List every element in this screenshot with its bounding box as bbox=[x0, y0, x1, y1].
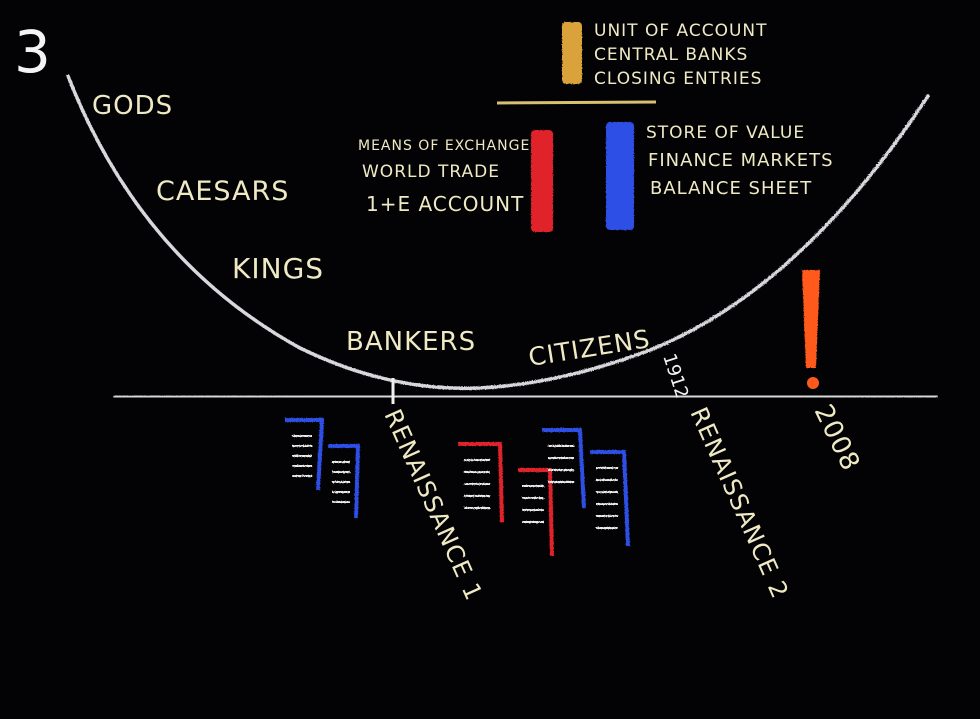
gold-legend-line-2: CENTRAL BANKS bbox=[594, 45, 748, 65]
legend-divider bbox=[496, 100, 657, 105]
timeline-axis bbox=[113, 394, 938, 399]
history-curve bbox=[66, 74, 930, 391]
ledger-lines-right bbox=[464, 445, 618, 529]
renaissance-2-label: RENAISSANCE 2 bbox=[685, 403, 795, 603]
red-legend-line-2: WORLD TRADE bbox=[362, 162, 500, 182]
blue-swatch bbox=[606, 122, 634, 230]
blue-legend-line-1: STORE OF VALUE bbox=[646, 123, 805, 143]
ledger-blue-4 bbox=[590, 450, 630, 547]
ledger-blue-1 bbox=[285, 418, 325, 491]
era-label-bankers: BANKERS bbox=[346, 327, 476, 357]
red-legend-line-1: MEANS OF EXCHANGE bbox=[358, 138, 530, 154]
renaissance-1-label: RENAISSANCE 1 bbox=[379, 405, 489, 605]
blue-legend-line-2: FINANCE MARKETS bbox=[648, 150, 834, 171]
era-label-gods: GODS bbox=[92, 91, 173, 121]
red-swatch bbox=[531, 130, 553, 232]
blue-legend-line-3: BALANCE SHEET bbox=[650, 178, 812, 199]
gold-legend-line-1: UNIT OF ACCOUNT bbox=[594, 21, 768, 41]
year-2008-label: 2008 bbox=[808, 400, 866, 476]
exclamation-mark-icon bbox=[802, 270, 820, 368]
ledger-blue-2 bbox=[328, 444, 361, 519]
ledger-group-right bbox=[458, 428, 630, 557]
ledger-blue-3 bbox=[542, 428, 586, 509]
gold-swatch bbox=[562, 22, 582, 84]
era-label-kings: KINGS bbox=[232, 252, 324, 285]
ledger-lines-left bbox=[292, 435, 350, 503]
ledger-red-2 bbox=[518, 468, 554, 557]
red-legend-line-3: 1+E ACCOUNT bbox=[366, 192, 524, 216]
exclamation-dot bbox=[807, 377, 819, 389]
ledger-red-1 bbox=[458, 442, 504, 523]
era-label-caesars: CAESARS bbox=[156, 176, 289, 207]
year-1912-label: 1912 bbox=[658, 351, 692, 401]
ledger-group-left bbox=[285, 418, 361, 519]
gold-legend-line-3: CLOSING ENTRIES bbox=[594, 69, 762, 89]
page-number: 3 bbox=[14, 18, 51, 86]
era-label-citizens: CITIZENS bbox=[526, 324, 652, 372]
